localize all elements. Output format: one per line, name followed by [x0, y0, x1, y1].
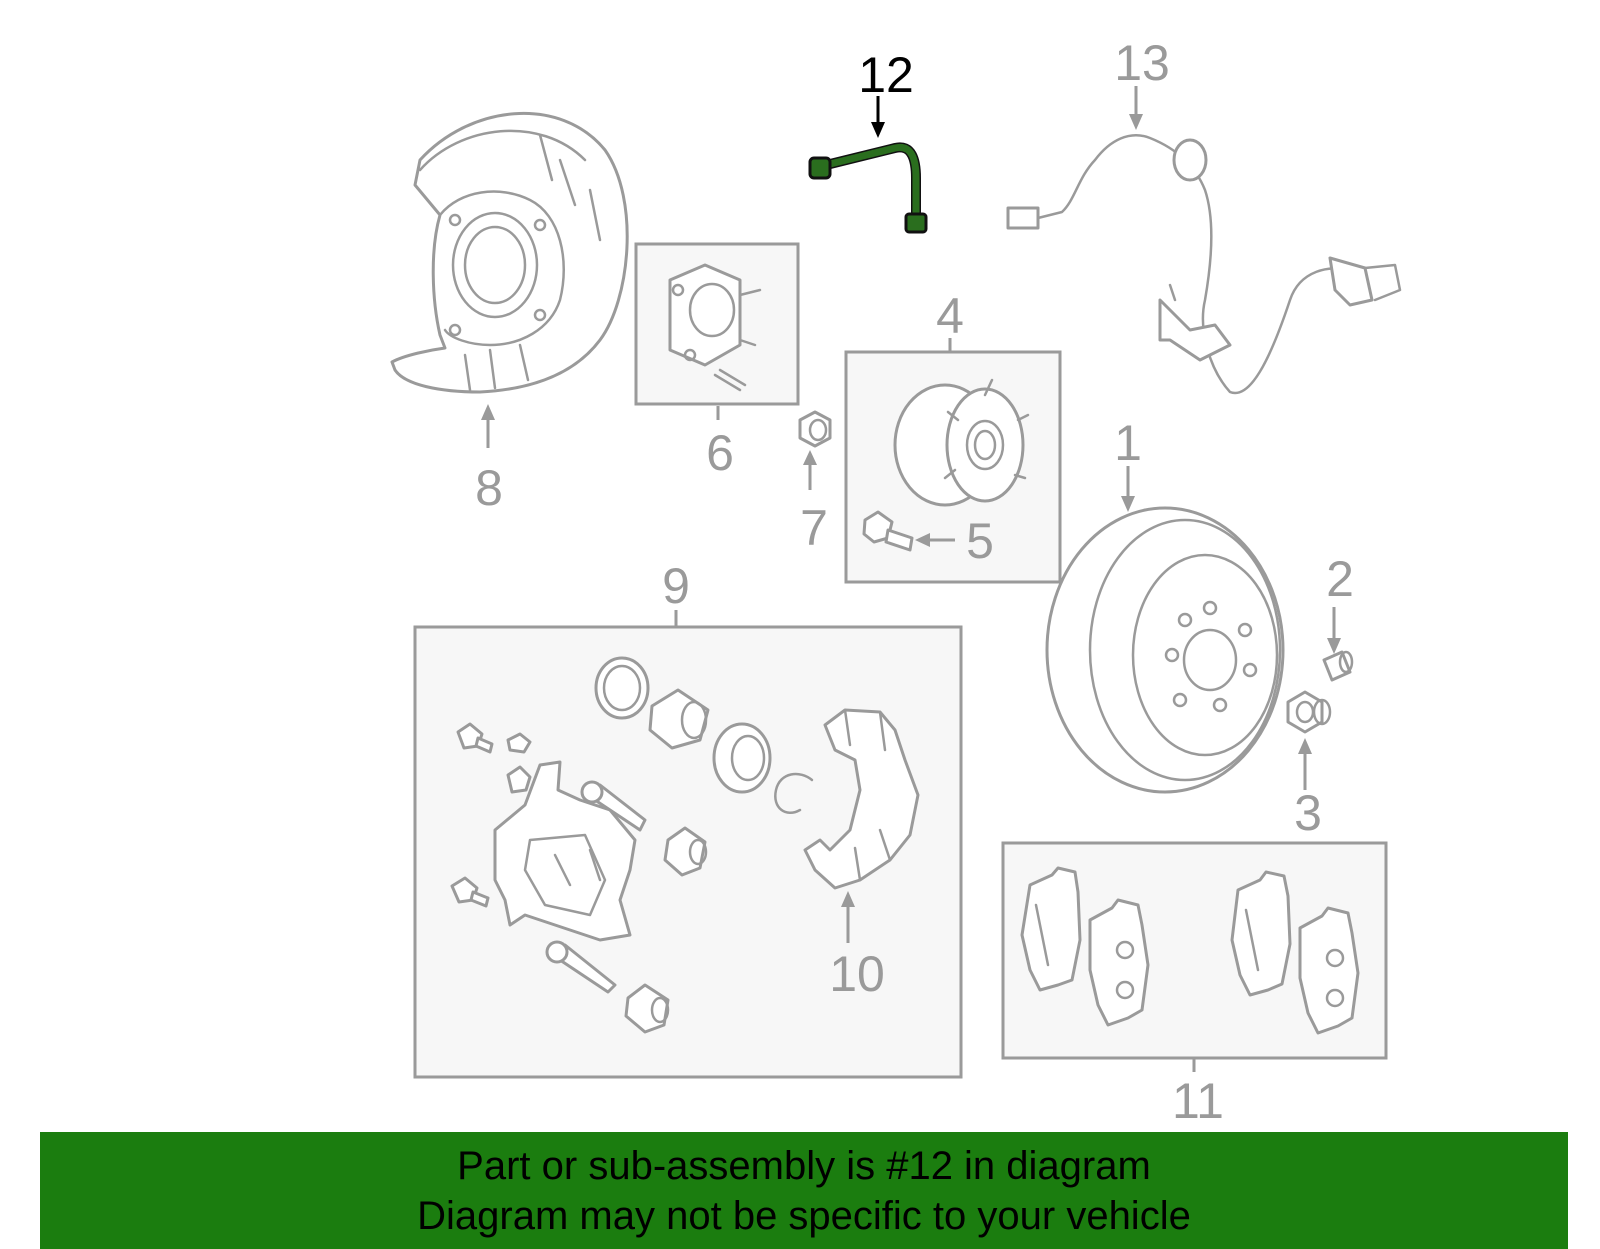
callout-7[interactable]: 7: [800, 500, 828, 556]
banner-line-2: Diagram may not be specific to your vehi…: [417, 1193, 1191, 1238]
brake-parts-diagram: 8 6 7 4 5 12 13: [390, 35, 1402, 1129]
part-7-nut[interactable]: [798, 410, 832, 448]
callout-5[interactable]: 5: [966, 513, 994, 569]
callout-8[interactable]: 8: [475, 460, 503, 516]
part-9-caliper-kit[interactable]: [450, 656, 814, 1034]
callout-10[interactable]: 10: [829, 946, 885, 1002]
part-1-rotor[interactable]: [1045, 506, 1285, 794]
part-11-brake-pads[interactable]: [1020, 866, 1360, 1035]
part-12-brake-hose[interactable]: [808, 142, 928, 234]
info-banner: Part or sub-assembly is #12 in diagram D…: [40, 1132, 1568, 1249]
part-10-caliper-bracket[interactable]: [803, 708, 920, 890]
callout-6[interactable]: 6: [706, 425, 734, 481]
part-3-lug-nut[interactable]: [1286, 690, 1332, 734]
callout-11[interactable]: 11: [1172, 1073, 1224, 1129]
part-6-knuckle-bracket[interactable]: [668, 263, 762, 392]
callout-1[interactable]: 1: [1114, 415, 1142, 471]
banner-line-1: Part or sub-assembly is #12 in diagram: [457, 1143, 1151, 1188]
part-8-dust-shield[interactable]: [390, 111, 629, 394]
part-2-cap[interactable]: [1322, 650, 1354, 682]
callout-2[interactable]: 2: [1326, 551, 1354, 607]
part-13-abs-sensor-wire[interactable]: [1006, 133, 1402, 395]
callout-3[interactable]: 3: [1294, 785, 1322, 841]
callout-13[interactable]: 13: [1114, 35, 1170, 91]
callout-9[interactable]: 9: [662, 558, 690, 614]
part-4-hub-bearing[interactable]: [893, 378, 1030, 507]
callout-12[interactable]: 12: [858, 47, 914, 103]
part-5-bolt[interactable]: [862, 510, 914, 552]
callout-4[interactable]: 4: [936, 288, 964, 344]
